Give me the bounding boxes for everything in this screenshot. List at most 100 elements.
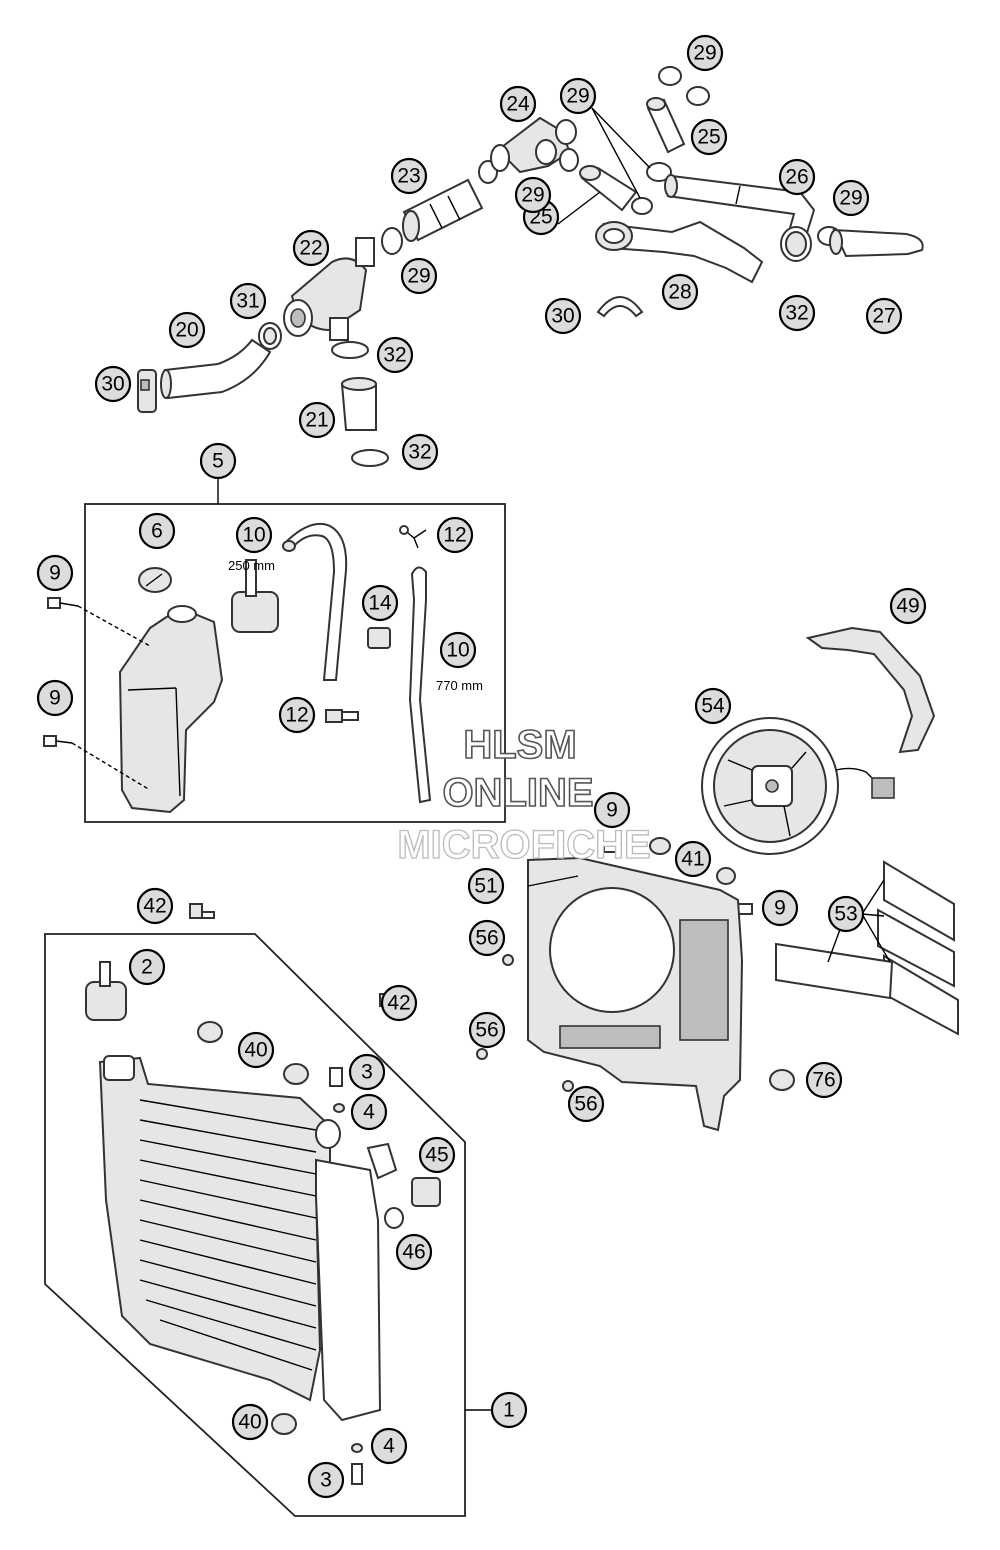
callout-29-mid: 29 [559, 77, 597, 115]
grommet-40-set [197, 1021, 309, 1435]
callout-31: 31 [229, 282, 267, 320]
svg-text:1: 1 [503, 1399, 515, 1422]
screw-3-lower [351, 1463, 363, 1485]
callout-3-upper: 3 [348, 1053, 386, 1091]
svg-text:4: 4 [363, 1101, 375, 1124]
svg-text:2: 2 [141, 956, 153, 979]
callout-10-short: 10 [235, 516, 273, 554]
hose-25-upper [646, 97, 686, 154]
hose-23 [402, 178, 484, 242]
hose-27 [829, 228, 924, 258]
callout-51: 51 [467, 867, 505, 905]
callout-4-upper: 4 [350, 1093, 388, 1131]
callout-26: 26 [778, 158, 816, 196]
svg-text:4: 4 [383, 1435, 395, 1458]
callout-42-upper: 42 [136, 887, 174, 925]
thermostat-housing-22 [283, 237, 375, 341]
clip-12-upper [399, 525, 427, 549]
callout-56-mid: 56 [468, 1011, 506, 1049]
callout-9-tank-lower: 9 [36, 679, 74, 717]
callout-56-lower: 56 [567, 1085, 605, 1123]
radiator-cap-2 [85, 961, 127, 1021]
callout-23: 23 [390, 157, 428, 195]
radiator-group-frame [44, 933, 492, 1517]
hose-25-lower [579, 165, 638, 212]
callout-1: 1 [490, 1391, 528, 1429]
screw-9-upper [47, 597, 151, 647]
svg-text:29: 29 [566, 85, 589, 108]
watermark-line-2: ONLINE [442, 771, 593, 815]
callout-32-right: 32 [778, 294, 816, 332]
svg-text:10: 10 [446, 639, 469, 662]
clamp-29-t-piece-lower [559, 148, 579, 172]
callout-53: 53 [827, 895, 865, 933]
screw-42-upper [189, 903, 215, 919]
svg-text:40: 40 [244, 1039, 267, 1062]
clamp-29-thermostat [381, 227, 403, 255]
svg-text:76: 76 [812, 1069, 835, 1092]
expansion-tank [118, 605, 224, 814]
callout-30-right: 30 [544, 297, 582, 335]
svg-text:29: 29 [693, 42, 716, 65]
fan-54 [701, 717, 895, 855]
callout-76: 76 [805, 1061, 843, 1099]
grommet-41 [649, 837, 736, 885]
svg-text:6: 6 [151, 520, 163, 543]
callout-40-lower: 40 [231, 1403, 269, 1441]
callout-2: 2 [128, 948, 166, 986]
clamp-30-right [596, 296, 644, 318]
svg-text:23: 23 [397, 165, 420, 188]
hose-length-770: 770 mm [436, 678, 483, 693]
svg-text:53: 53 [834, 903, 857, 926]
callout-40-upper: 40 [237, 1031, 275, 1069]
clamp-14 [367, 627, 391, 649]
svg-text:46: 46 [402, 1241, 425, 1264]
svg-text:29: 29 [521, 184, 544, 207]
svg-text:49: 49 [896, 595, 919, 618]
callout-42-right: 42 [380, 984, 418, 1022]
callout-9-fan: 9 [593, 791, 631, 829]
screw-9-lower [43, 735, 151, 791]
svg-text:10: 10 [242, 524, 265, 547]
watermark-line-1: HLSM [463, 723, 576, 767]
hose-10-long [408, 566, 432, 804]
svg-text:30: 30 [101, 373, 124, 396]
screw-9-fan [603, 841, 621, 853]
screw-3-upper [329, 1067, 343, 1087]
callout-54: 54 [694, 687, 732, 725]
svg-text:54: 54 [701, 695, 725, 718]
svg-text:9: 9 [774, 897, 786, 920]
clamp-29-mid [631, 162, 672, 215]
svg-text:20: 20 [175, 319, 198, 342]
callout-6: 6 [138, 512, 176, 550]
hose-clip-30-left [137, 369, 157, 413]
svg-text:29: 29 [839, 187, 862, 210]
svg-text:12: 12 [443, 524, 466, 547]
fan-shroud-51 [527, 856, 744, 1132]
callout-10-long: 10 [439, 631, 477, 669]
svg-text:25: 25 [697, 126, 720, 149]
svg-text:29: 29 [407, 265, 430, 288]
sensor-76 [769, 1069, 795, 1091]
leader-lines [527, 107, 891, 963]
svg-text:42: 42 [143, 895, 166, 918]
callout-12-lower: 12 [278, 696, 316, 734]
callout-21: 21 [298, 401, 336, 439]
fan-switch-45 [411, 1177, 441, 1207]
callout-27: 27 [865, 297, 903, 335]
ring-31 [258, 322, 282, 350]
callout-9-shroud: 9 [761, 889, 799, 927]
hose-length-250: 250 mm [228, 558, 275, 573]
callout-25-upper: 25 [690, 118, 728, 156]
washer-4-upper [333, 1103, 345, 1113]
clamp-32-right [780, 226, 812, 262]
callout-29-tpiece: 29 [514, 176, 552, 214]
nut-56-set [476, 954, 574, 1092]
washer-4-lower [351, 1443, 363, 1453]
svg-text:42: 42 [387, 992, 410, 1015]
expansion-tank-group-frame [84, 478, 506, 823]
callout-3-lower: 3 [307, 1461, 345, 1499]
callout-4-lower: 4 [370, 1427, 408, 1465]
callout-29-right: 29 [832, 179, 870, 217]
